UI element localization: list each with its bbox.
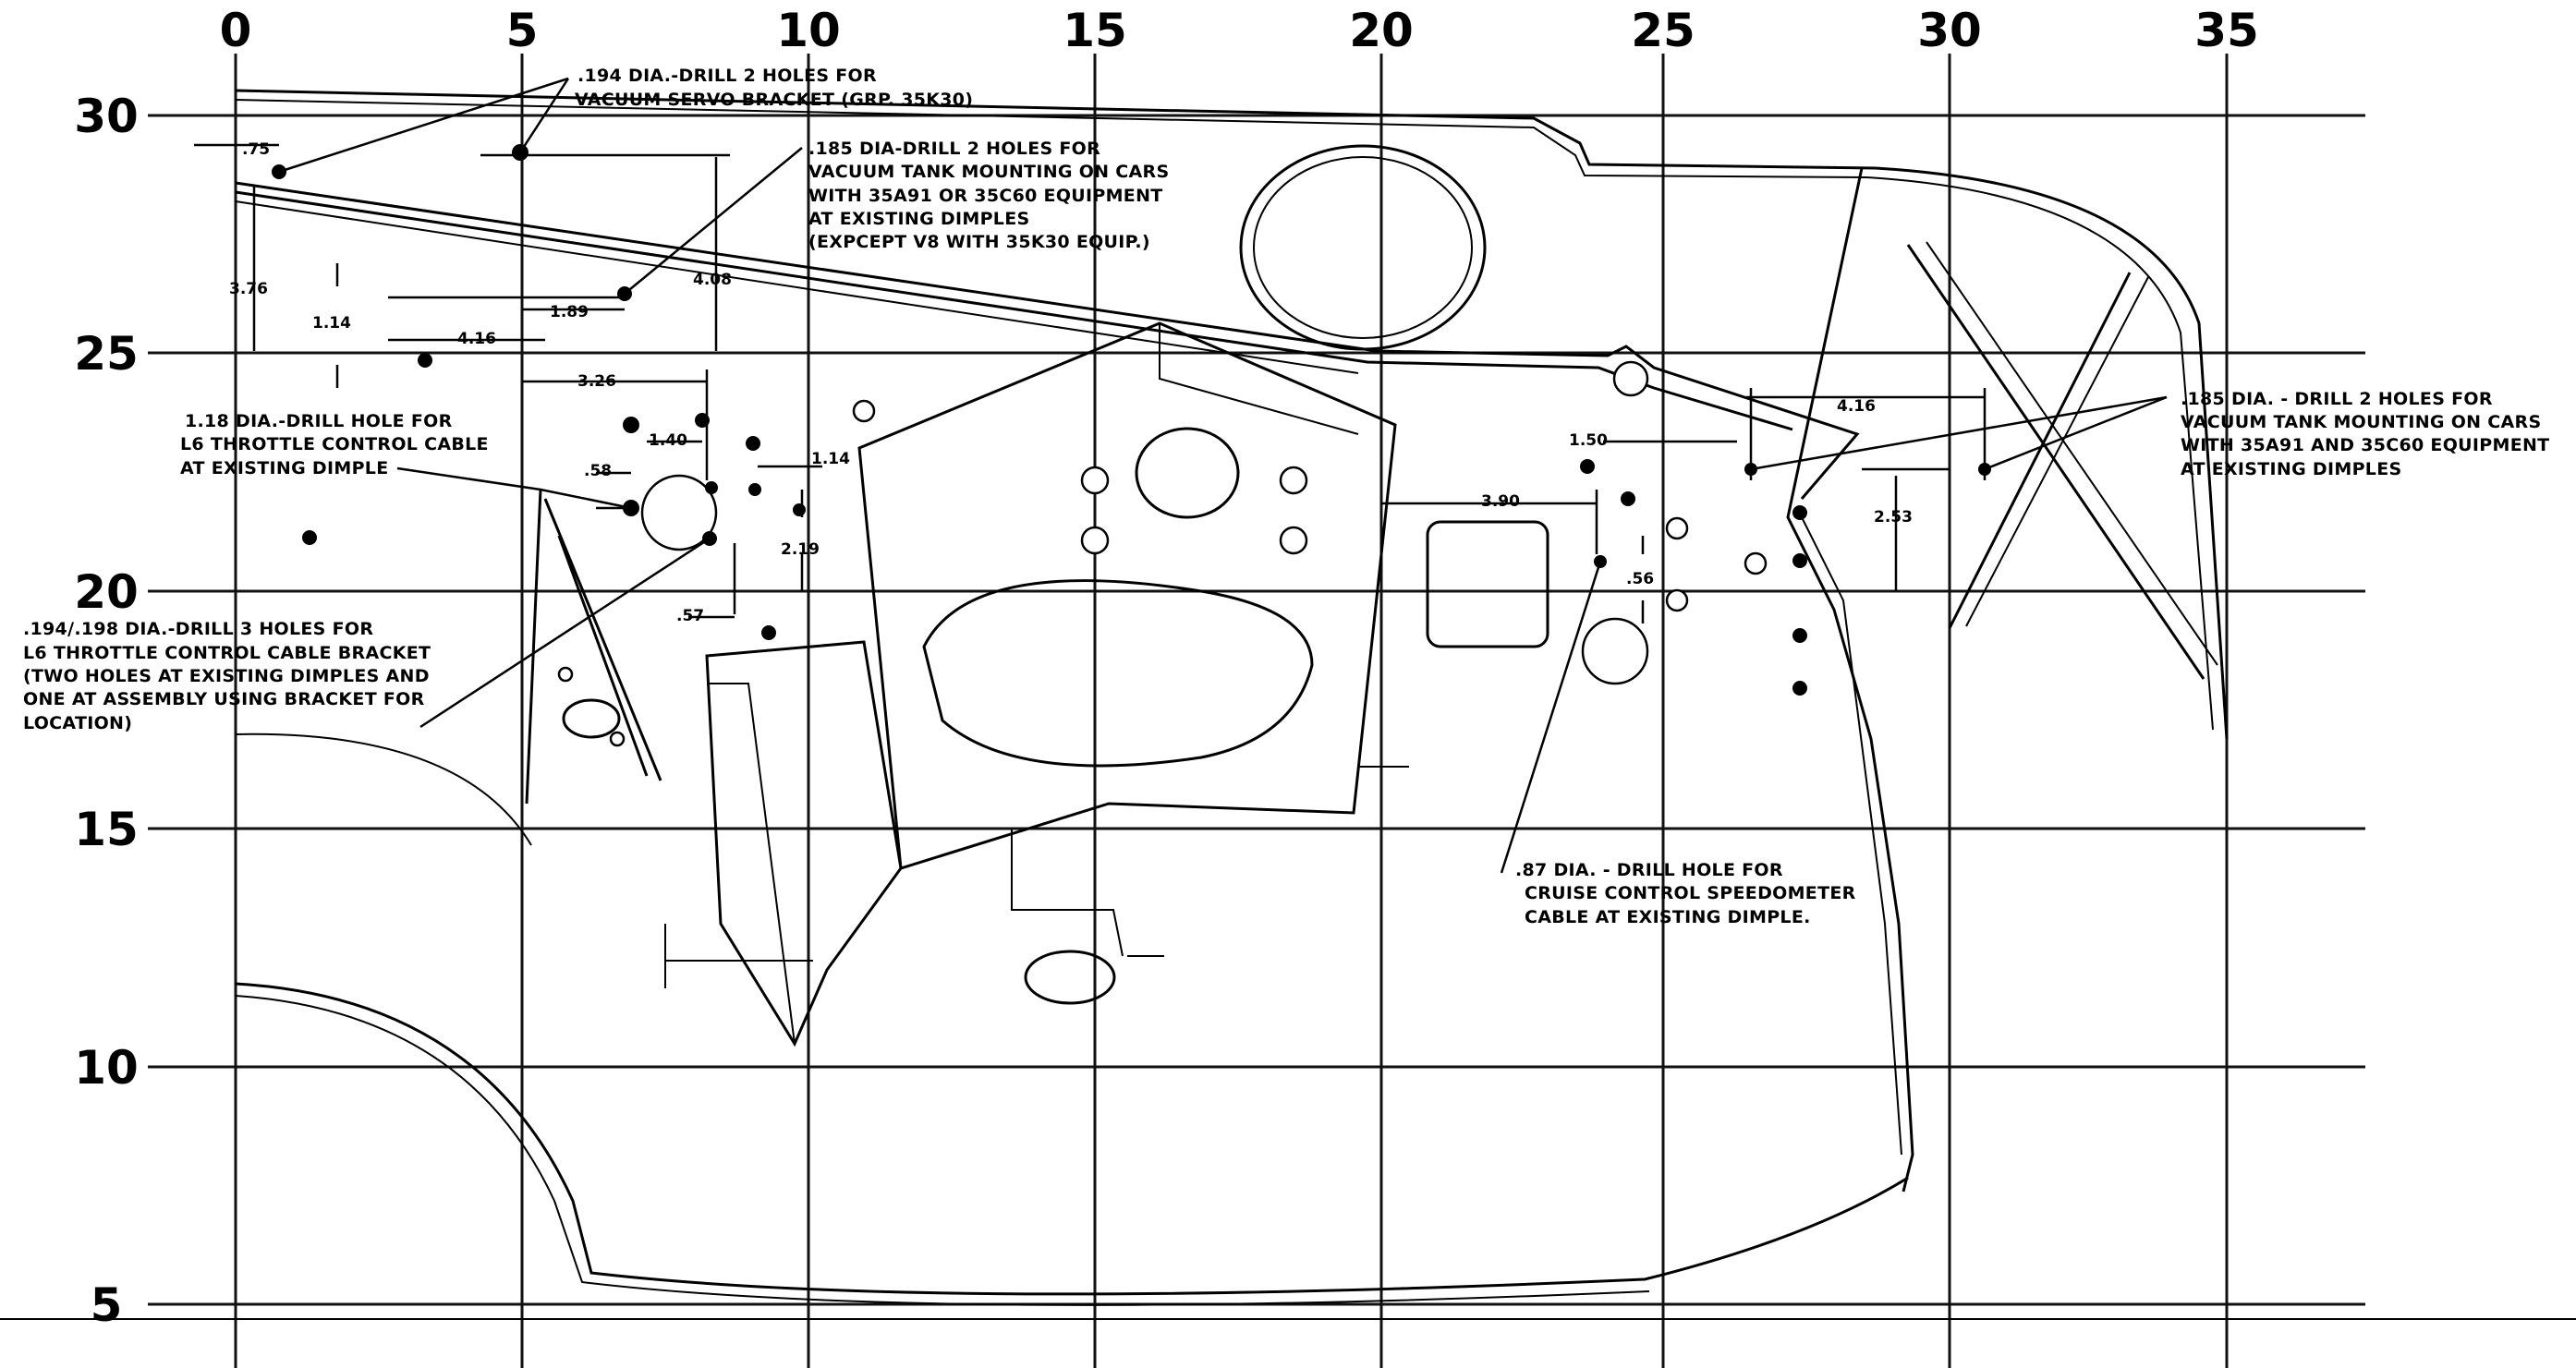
dimension-lines [194, 143, 1987, 623]
dimension-label: 1.50 [1569, 431, 1608, 450]
x-tick: 30 [1917, 4, 1982, 57]
x-tick: 0 [220, 4, 252, 57]
svg-text:.194/.198 DIA.-DRILL 3 HOLES F: .194/.198 DIA.-DRILL 3 HOLES FOR [23, 619, 373, 639]
y-tick: 20 [74, 565, 139, 619]
dimension-label: 3.90 [1481, 492, 1520, 511]
x-tick: 10 [776, 4, 841, 57]
note-throttle-cable: 1.18 DIA.-DRILL HOLE FOR L6 THROTTLE CON… [180, 411, 489, 478]
svg-text:.185 DIA-DRILL 2 HOLES FOR: .185 DIA-DRILL 2 HOLES FOR [808, 139, 1100, 159]
svg-text:VACUUM TANK MOUNTING ON CARS: VACUUM TANK MOUNTING ON CARS [2181, 412, 2541, 432]
dimension-label: 2.19 [781, 540, 820, 559]
note-throttle-bracket: .194/.198 DIA.-DRILL 3 HOLES FOR L6 THRO… [23, 619, 431, 733]
dimension-label: 1.89 [550, 303, 589, 321]
x-tick: 20 [1349, 4, 1414, 57]
svg-text:AT EXISTING DIMPLES: AT EXISTING DIMPLES [808, 209, 1029, 229]
dimension-label: 3.26 [577, 372, 616, 391]
svg-text:(EXPCEPT V8 WITH 35K30 EQUIP.): (EXPCEPT V8 WITH 35K30 EQUIP.) [808, 232, 1150, 252]
x-tick: 15 [1063, 4, 1127, 57]
dimension-label: 1.14 [312, 314, 351, 333]
svg-text:VACUUM SERVO BRACKET (GRP. 35K: VACUUM SERVO BRACKET (GRP. 35K30) [575, 90, 973, 110]
dimension-label: 4.08 [693, 271, 732, 289]
svg-text:ONE AT ASSEMBLY USING BRACKET: ONE AT ASSEMBLY USING BRACKET FOR [23, 689, 425, 709]
x-tick: 5 [506, 4, 539, 57]
note-vacuum-tank-right: .185 DIA. - DRILL 2 HOLES FOR VACUUM TAN… [2181, 389, 2549, 479]
svg-text:CABLE AT EXISTING DIMPLE.: CABLE AT EXISTING DIMPLE. [1525, 907, 1811, 927]
svg-text:VACUUM TANK MOUNTING ON CARS: VACUUM TANK MOUNTING ON CARS [808, 162, 1169, 182]
svg-text:1.18 DIA.-DRILL HOLE FOR: 1.18 DIA.-DRILL HOLE FOR [185, 411, 453, 431]
svg-text:(TWO HOLES AT EXISTING DIMPLES: (TWO HOLES AT EXISTING DIMPLES AND [23, 666, 430, 686]
dash-panel-outline [235, 89, 2229, 1306]
svg-text:.87 DIA. - DRILL HOLE FOR: .87 DIA. - DRILL HOLE FOR [1515, 860, 1783, 880]
y-tick: 30 [74, 90, 139, 143]
svg-text:L6 THROTTLE CONTROL CABLE: L6 THROTTLE CONTROL CABLE [180, 434, 489, 454]
dimension-label: .75 [242, 140, 270, 159]
dimension-label: .56 [1626, 570, 1654, 588]
y-tick: 5 [91, 1278, 123, 1332]
note-servo-bracket: .194 DIA.-DRILL 2 HOLES FOR VACUUM SERVO… [575, 66, 973, 110]
throttle-cable-hole [640, 474, 718, 551]
dimension-label: 1.14 [811, 450, 850, 468]
y-tick: 10 [74, 1041, 139, 1095]
dimension-label: .57 [676, 607, 704, 625]
dimension-label: 1.40 [649, 431, 687, 450]
svg-text:AT EXISTING DIMPLE: AT EXISTING DIMPLE [180, 458, 389, 478]
access-cover [1426, 520, 1549, 648]
dimension-label: 4.16 [457, 330, 496, 348]
dimension-label: 2.53 [1874, 508, 1913, 527]
note-cruise-control: .87 DIA. - DRILL HOLE FOR CRUISE CONTROL… [1515, 860, 1856, 927]
note-vacuum-tank-left: .185 DIA-DRILL 2 HOLES FOR VACUUM TANK M… [808, 139, 1169, 252]
y-tick: 25 [74, 327, 139, 381]
dimension-label: 4.16 [1837, 397, 1876, 416]
svg-text:.185 DIA. - DRILL 2 HOLES FOR: .185 DIA. - DRILL 2 HOLES FOR [2181, 389, 2493, 409]
svg-text:CRUISE CONTROL SPEEDOMETER: CRUISE CONTROL SPEEDOMETER [1525, 883, 1856, 903]
x-axis-labels: 0 5 10 15 20 25 30 35 [220, 4, 2259, 57]
note-leaders [278, 77, 2168, 874]
dimension-values: .75 3.76 1.14 4.16 1.89 4.08 3.26 1.40 1… [229, 140, 1913, 625]
svg-text:LOCATION): LOCATION) [23, 713, 132, 733]
y-tick: 15 [74, 803, 139, 856]
y-axis-labels: 30 25 20 15 10 5 [74, 90, 139, 1332]
dimension-label: 3.76 [229, 280, 268, 298]
svg-text:L6 THROTTLE CONTROL CABLE BRAC: L6 THROTTLE CONTROL CABLE BRACKET [23, 643, 431, 663]
svg-text:.194 DIA.-DRILL 2 HOLES FOR: .194 DIA.-DRILL 2 HOLES FOR [577, 66, 877, 86]
dimension-label: .58 [584, 462, 612, 480]
svg-text:AT EXISTING DIMPLES: AT EXISTING DIMPLES [2181, 459, 2401, 479]
x-tick: 35 [2194, 4, 2259, 57]
heater-opening [1239, 144, 1487, 351]
svg-text:WITH 35A91 AND 35C60 EQUIPMENT: WITH 35A91 AND 35C60 EQUIPMENT [2181, 435, 2549, 455]
svg-text:WITH 35A91 OR 35C60 EQUIPMENT: WITH 35A91 OR 35C60 EQUIPMENT [808, 186, 1163, 206]
x-tick: 25 [1631, 4, 1695, 57]
